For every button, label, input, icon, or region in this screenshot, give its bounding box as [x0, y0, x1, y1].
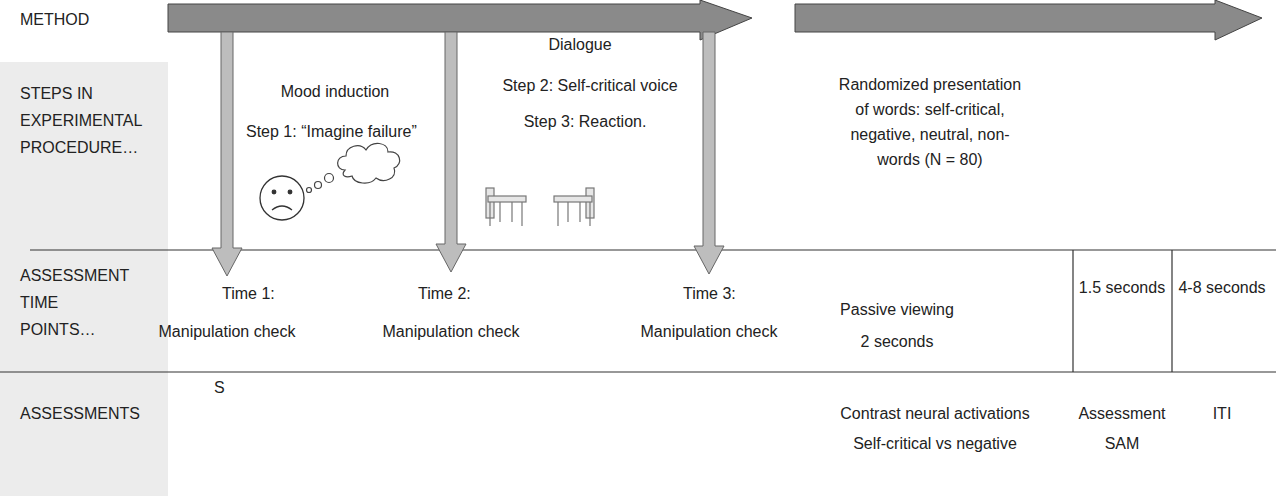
row-divider: [0, 371, 1276, 372]
time-point-note: Manipulation check: [614, 322, 804, 342]
time-point-arrow: [436, 32, 466, 272]
time-point: Time 3:: [683, 284, 763, 304]
row-heading: STEPS IN EXPERIMENTAL PROCEDURE…: [20, 80, 155, 161]
assessment-text: ITI: [1177, 404, 1267, 424]
timing-text: 2 seconds: [812, 332, 982, 352]
assessment-text: Assessment: [1074, 404, 1170, 424]
assessment-text: SAM: [1074, 434, 1170, 454]
step-text: Randomized presentation of words: self-c…: [830, 72, 1030, 172]
method-arrow: [795, 0, 1262, 40]
row-heading: ASSESSMENT TIME POINTS…: [20, 262, 135, 343]
label-column: [0, 62, 168, 496]
time-point: Time 1:: [222, 284, 302, 304]
time-point-arrow: [694, 32, 724, 274]
timing-cell: 1.5 seconds: [1077, 274, 1167, 302]
time-point-note: Manipulation check: [356, 322, 546, 342]
chair-icon: [486, 188, 526, 226]
timing-text: Passive viewing: [812, 300, 982, 320]
chair-icon: [554, 188, 594, 226]
timing-cell: 4-8 seconds: [1177, 274, 1267, 302]
assessment-text: Contrast neural activations: [815, 404, 1055, 424]
thought-bubble: [307, 143, 400, 192]
cell-divider: [1072, 250, 1073, 372]
time-point-note: Manipulation check: [132, 322, 322, 342]
phase-title: Mood induction: [245, 82, 425, 102]
step-text: Step 1: “Imagine failure”: [246, 122, 436, 142]
method-arrow: [168, 0, 752, 40]
stray-letter: S: [214, 378, 234, 398]
cell-divider: [1171, 250, 1172, 372]
row-heading: ASSESSMENTS: [20, 404, 160, 424]
time-point-arrow: [212, 32, 242, 276]
assessment-text: Self-critical vs negative: [815, 434, 1055, 454]
time-point: Time 2:: [418, 284, 498, 304]
row-heading: METHOD: [20, 10, 130, 30]
step-text: Step 3: Reaction.: [495, 112, 675, 132]
step-text: Step 2: Self-critical voice: [475, 76, 705, 96]
phase-title: Dialogue: [520, 35, 640, 55]
sad-face-icon: [260, 176, 304, 220]
